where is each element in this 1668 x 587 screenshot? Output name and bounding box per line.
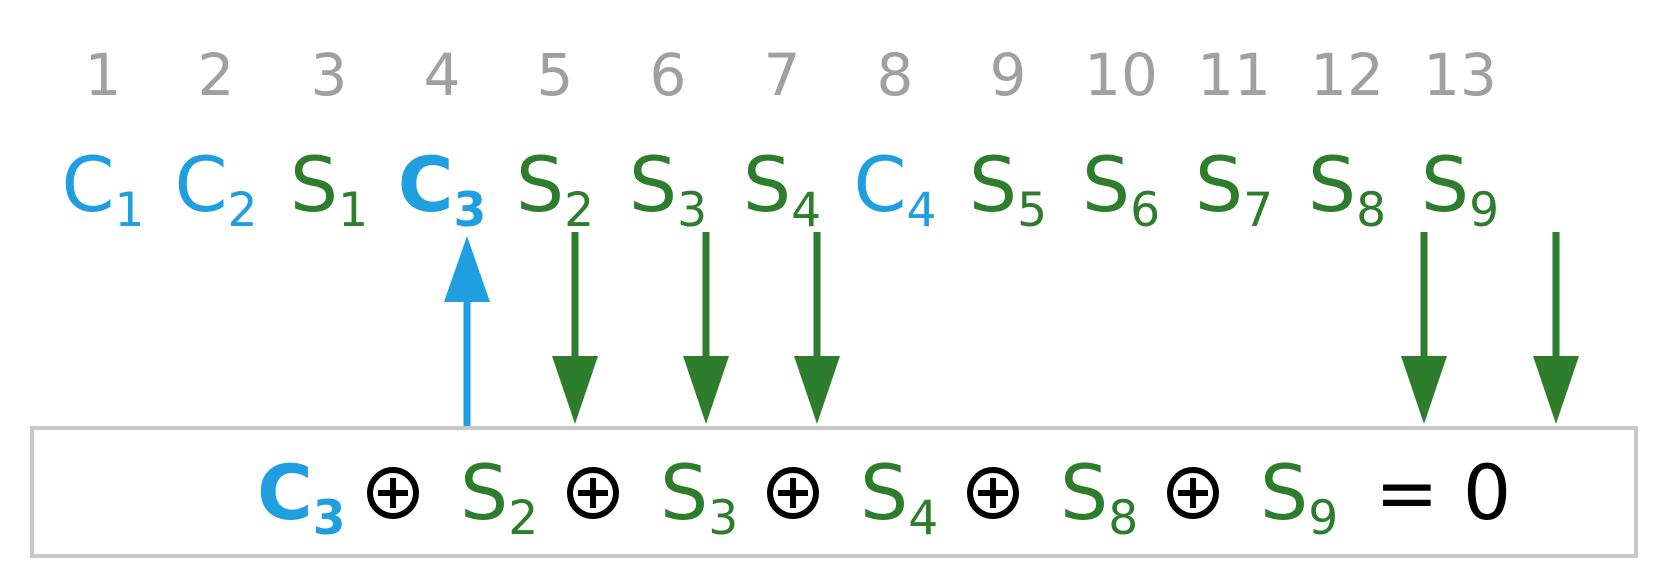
check-symbol-c1: C1 <box>61 140 145 239</box>
circled-plus-icon <box>1167 467 1219 519</box>
data-symbol-s6: S6 <box>1081 140 1161 239</box>
equation-term-s2: S2 <box>460 448 539 547</box>
circled-plus-icon <box>567 467 619 519</box>
data-symbol-s8: S8 <box>1307 140 1387 239</box>
data-symbol-s1: S1 <box>289 140 369 239</box>
position-number: 8 <box>876 41 914 109</box>
up-arrow-icon <box>444 236 490 426</box>
check-symbol-c3-highlighted: C3 <box>397 140 487 239</box>
position-number: 4 <box>423 41 461 109</box>
equation-term-s8: S8 <box>1060 448 1139 547</box>
data-symbol-s9: S9 <box>1420 140 1500 239</box>
equation-term-s3: S3 <box>660 448 739 547</box>
position-number: 10 <box>1084 41 1158 109</box>
data-symbol-s3: S3 <box>628 140 708 239</box>
equation-term-s9: S9 <box>1260 448 1339 547</box>
data-symbol-s4: S4 <box>742 140 822 239</box>
position-number: 13 <box>1423 41 1497 109</box>
equation-term-s4: S4 <box>860 448 939 547</box>
down-arrow-icon <box>552 232 598 424</box>
down-arrow-icon <box>683 232 729 424</box>
circled-plus-icon <box>767 467 819 519</box>
position-number: 11 <box>1197 41 1271 109</box>
position-number: 12 <box>1310 41 1384 109</box>
position-number: 6 <box>649 41 687 109</box>
check-symbol-c2: C2 <box>174 140 258 239</box>
check-symbol-c4: C4 <box>853 140 937 239</box>
position-number: 3 <box>310 41 348 109</box>
down-arrow-icon <box>1533 232 1579 424</box>
equation-rhs: = 0 <box>1375 448 1512 537</box>
equation-box <box>30 426 1638 558</box>
position-number: 7 <box>763 41 801 109</box>
circled-plus-icon <box>367 467 419 519</box>
data-symbol-s5: S5 <box>968 140 1048 239</box>
position-number: 1 <box>84 41 122 109</box>
data-symbol-s2: S2 <box>515 140 595 239</box>
position-number: 5 <box>536 41 574 109</box>
circled-plus-icon <box>967 467 1019 519</box>
position-number: 2 <box>197 41 235 109</box>
down-arrow-icon <box>794 232 840 424</box>
data-symbol-s7: S7 <box>1194 140 1274 239</box>
equation-term-c3: C3 <box>257 448 346 547</box>
position-number: 9 <box>989 41 1027 109</box>
down-arrow-icon <box>1401 232 1447 424</box>
